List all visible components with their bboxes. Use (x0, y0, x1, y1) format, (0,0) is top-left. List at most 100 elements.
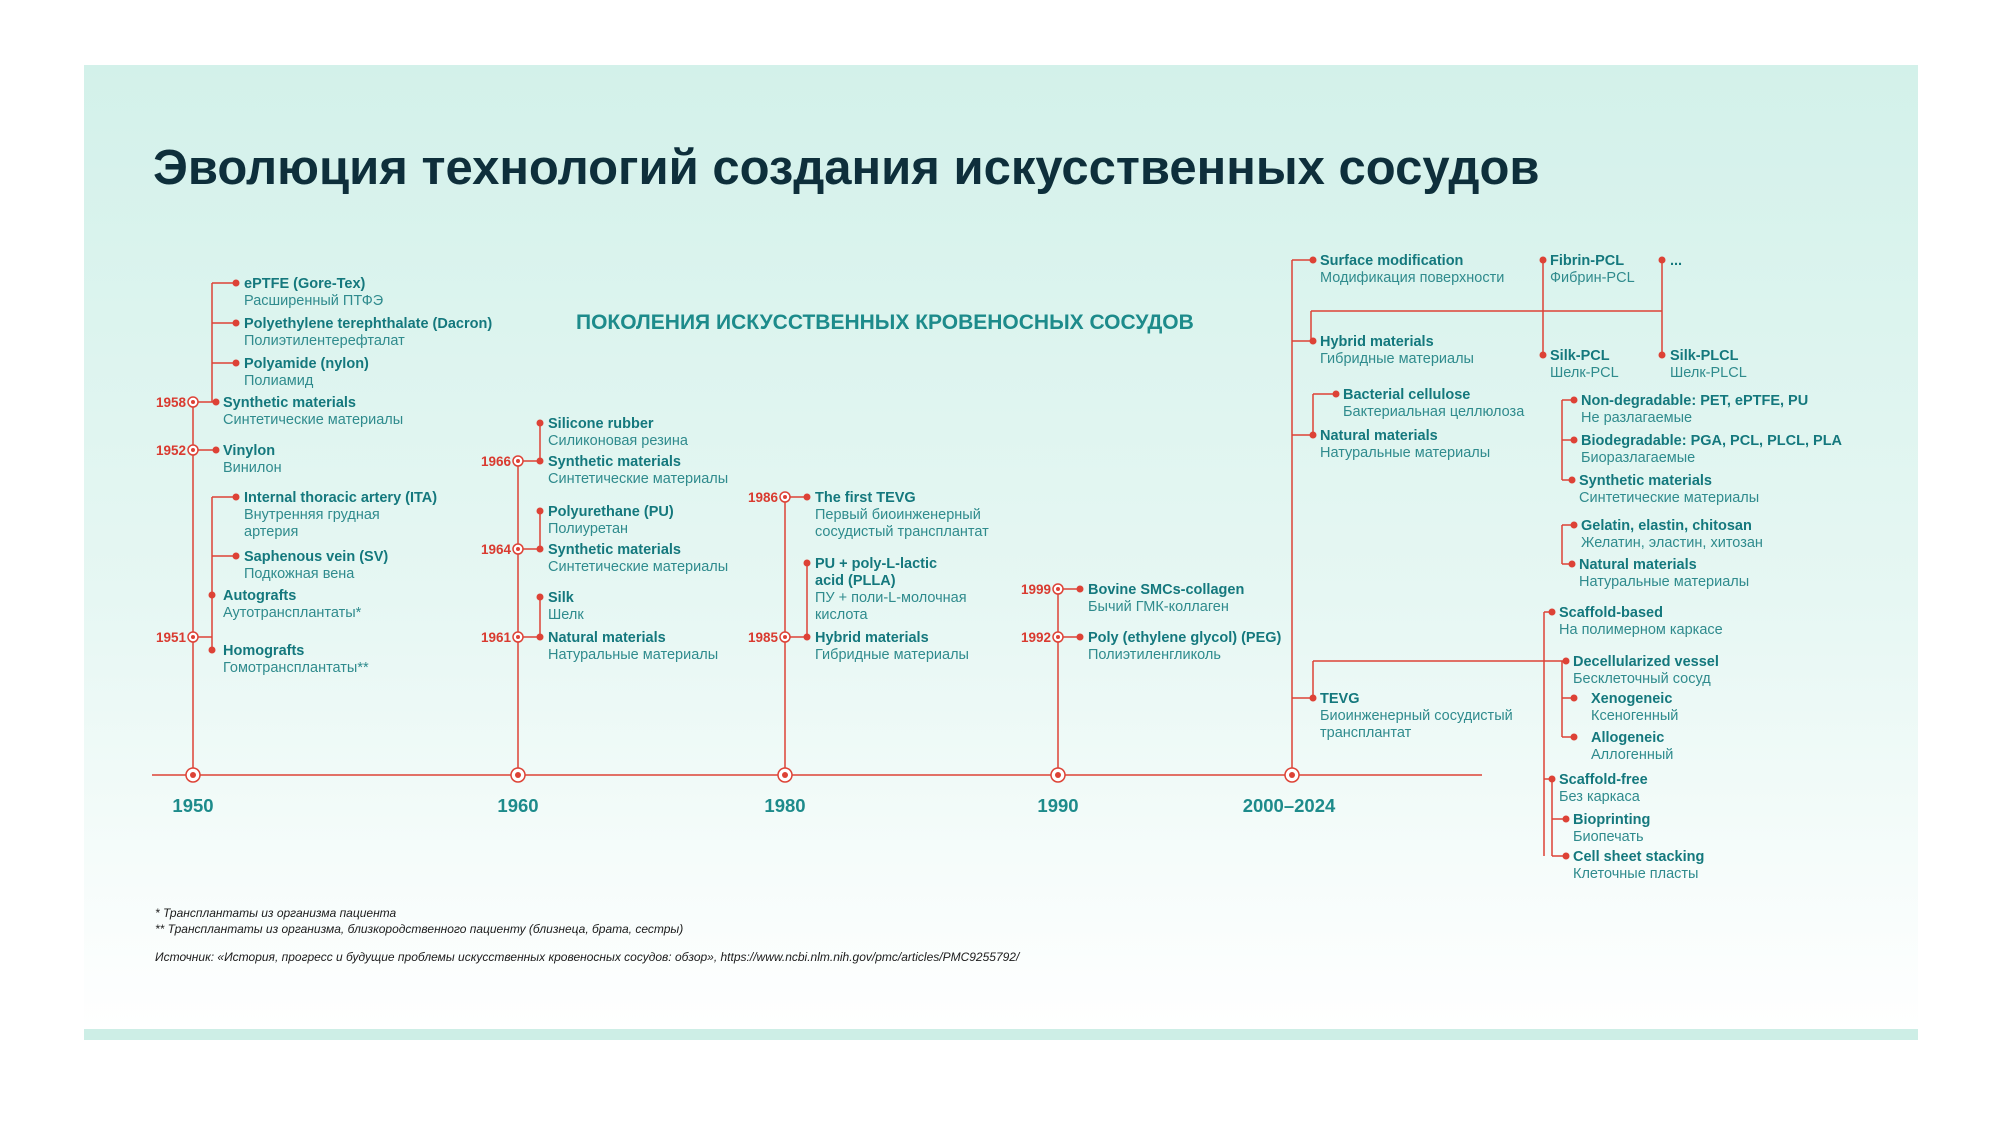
year-1992: 1992 (1021, 630, 1051, 645)
item-tevg: TEVG (1320, 691, 1359, 707)
era-label-2000-2024: 2000–2024 (1243, 795, 1336, 816)
svg-text:Биоразлагаемые: Биоразлагаемые (1581, 450, 1695, 466)
svg-text:Гибридные материалы: Гибридные материалы (1320, 351, 1474, 367)
svg-text:Не разлагаемые: Не разлагаемые (1581, 410, 1692, 426)
item-surface-modification: Surface modification (1320, 253, 1463, 269)
item-pu-plla: PU + poly-L-lactic (815, 556, 937, 572)
era-label-1980: 1980 (764, 795, 805, 816)
item-peg: Poly (ethylene glycol) (PEG) (1088, 630, 1282, 646)
svg-text:Полиэтиленгликоль: Полиэтиленгликоль (1088, 647, 1221, 663)
svg-text:Натуральные материалы: Натуральные материалы (1579, 574, 1749, 590)
item-scaffold-based: Scaffold-based (1559, 605, 1663, 621)
item-homografts: Homografts (223, 643, 304, 659)
item-xenogeneic: Xenogeneic (1591, 691, 1672, 707)
svg-text:Полиуретан: Полиуретан (548, 521, 628, 537)
year-1985: 1985 (748, 630, 779, 645)
item-biodegradable: Biodegradable: PGA, PCL, PLCL, PLA (1581, 433, 1843, 449)
item-dacron: Polyethylene terephthalate (Dacron) (244, 316, 492, 332)
year-1999: 1999 (1021, 582, 1051, 597)
svg-text:Шелк-PLCL: Шелк-PLCL (1670, 365, 1747, 381)
item-non-degradable: Non-degradable: PET, ePTFE, PU (1581, 393, 1808, 409)
item-hybrid-1985: Hybrid materials (815, 630, 929, 646)
item-bovine-collagen: Bovine SMCs-collagen (1088, 582, 1244, 598)
item-nylon: Polyamide (nylon) (244, 356, 369, 372)
svg-text:Шелк-PCL: Шелк-PCL (1550, 365, 1619, 381)
year-1964: 1964 (481, 542, 512, 557)
svg-text:ПУ + поли-L-молочная: ПУ + поли-L-молочная (815, 590, 967, 606)
year-1966: 1966 (481, 454, 512, 469)
svg-text:Синтетические материалы: Синтетические материалы (1579, 490, 1759, 506)
item-silicone-rubber: Silicone rubber (548, 416, 654, 432)
svg-text:Силиконовая резина: Силиконовая резина (548, 433, 689, 449)
item-silk-plcl: Silk-PLCL (1670, 348, 1739, 364)
diagram-subtitle: ПОКОЛЕНИЯ ИСКУССТВЕННЫХ КРОВЕНОСНЫХ СОСУ… (576, 311, 1194, 334)
item-synthetic-1964: Synthetic materials (548, 542, 681, 558)
bottom-accent-bar (84, 1029, 1918, 1040)
background-panel (84, 65, 1918, 1032)
item-silk: Silk (548, 590, 575, 606)
item-bacterial-cellulose: Bacterial cellulose (1343, 387, 1470, 403)
year-1986: 1986 (748, 490, 779, 505)
page-title: Эволюция технологий создания искусственн… (153, 141, 1540, 195)
era-label-1960: 1960 (497, 795, 538, 816)
item-decellularized-vessel: Decellularized vessel (1573, 654, 1719, 670)
svg-text:артерия: артерия (244, 524, 298, 540)
svg-text:Клеточные пласты: Клеточные пласты (1573, 866, 1698, 882)
svg-text:Биоинженерный сосудистый: Биоинженерный сосудистый (1320, 708, 1513, 724)
year-1958: 1958 (156, 395, 187, 410)
svg-text:Внутренняя грудная: Внутренняя грудная (244, 507, 380, 523)
footnote-autografts: * Трансплантаты из организма пациента (155, 906, 397, 920)
item-synthetic-scaffold: Synthetic materials (1579, 473, 1712, 489)
svg-text:Винилон: Винилон (223, 460, 282, 476)
svg-text:Синтетические материалы: Синтетические материалы (548, 559, 728, 575)
svg-text:Подкожная вена: Подкожная вена (244, 566, 355, 582)
svg-text:Натуральные материалы: Натуральные материалы (1320, 445, 1490, 461)
item-ita: Internal thoracic artery (ITA) (244, 490, 437, 506)
item-bioprinting: Bioprinting (1573, 812, 1650, 828)
svg-text:Биопечать: Биопечать (1573, 829, 1644, 845)
item-natural-1961: Natural materials (548, 630, 666, 646)
svg-text:Ксеногенный: Ксеногенный (1591, 708, 1678, 724)
svg-text:Полиэтилентерефталат: Полиэтилентерефталат (244, 333, 405, 349)
item-autografts: Autografts (223, 588, 296, 604)
svg-text:Аллогенный: Аллогенный (1591, 747, 1673, 763)
svg-text:Бактериальная целлюлоза: Бактериальная целлюлоза (1343, 404, 1525, 420)
item-saphenous-vein: Saphenous vein (SV) (244, 549, 388, 565)
svg-text:Натуральные материалы: Натуральные материалы (548, 647, 718, 663)
item-synthetic-1966: Synthetic materials (548, 454, 681, 470)
item-scaffold-free: Scaffold-free (1559, 772, 1648, 788)
year-1951: 1951 (156, 630, 187, 645)
svg-text:Аутотрансплантаты*: Аутотрансплантаты* (223, 605, 362, 621)
svg-text:Желатин, эластин, хитозан: Желатин, эластин, хитозан (1581, 535, 1763, 551)
svg-text:На полимерном каркасе: На полимерном каркасе (1559, 622, 1723, 638)
svg-text:Полиамид: Полиамид (244, 373, 314, 389)
item-fibrin-pcl: Fibrin-PCL (1550, 253, 1624, 269)
svg-text:сосудистый трансплантат: сосудистый трансплантат (815, 524, 989, 540)
svg-text:Бесклеточный сосуд: Бесклеточный сосуд (1573, 671, 1711, 687)
item-vinylon: Vinylon (223, 443, 275, 459)
svg-text:Фибрин-PCL: Фибрин-PCL (1550, 270, 1635, 286)
svg-text:Синтетические материалы: Синтетические материалы (223, 412, 403, 428)
era-label-1990: 1990 (1037, 795, 1078, 816)
item-natural-scaffold: Natural materials (1579, 557, 1697, 573)
year-1961: 1961 (481, 630, 512, 645)
era-label-1950: 1950 (172, 795, 213, 816)
svg-text:Бычий ГМК-коллаген: Бычий ГМК-коллаген (1088, 599, 1229, 615)
item-first-tevg: The first TEVG (815, 490, 916, 506)
item-ellipsis: ... (1670, 253, 1682, 269)
footnotes: * Трансплантаты из организма пациента **… (155, 905, 1019, 965)
svg-text:Синтетические материалы: Синтетические материалы (548, 471, 728, 487)
year-1952: 1952 (156, 443, 186, 458)
svg-text:Без каркаса: Без каркаса (1559, 789, 1641, 805)
svg-text:Гибридные материалы: Гибридные материалы (815, 647, 969, 663)
source-note: Источник: «История, прогресс и будущие п… (155, 950, 1020, 964)
item-synthetic-1958: Synthetic materials (223, 395, 356, 411)
svg-text:Гомотрансплантаты**: Гомотрансплантаты** (223, 660, 369, 676)
item-natural-2000: Natural materials (1320, 428, 1438, 444)
item-silk-pcl: Silk-PCL (1550, 348, 1610, 364)
svg-text:acid (PLLA): acid (PLLA) (815, 573, 896, 589)
svg-text:Модификация поверхности: Модификация поверхности (1320, 270, 1504, 286)
item-eptfe: ePTFE (Gore-Tex) (244, 276, 366, 292)
item-cell-sheet-stacking: Cell sheet stacking (1573, 849, 1704, 865)
